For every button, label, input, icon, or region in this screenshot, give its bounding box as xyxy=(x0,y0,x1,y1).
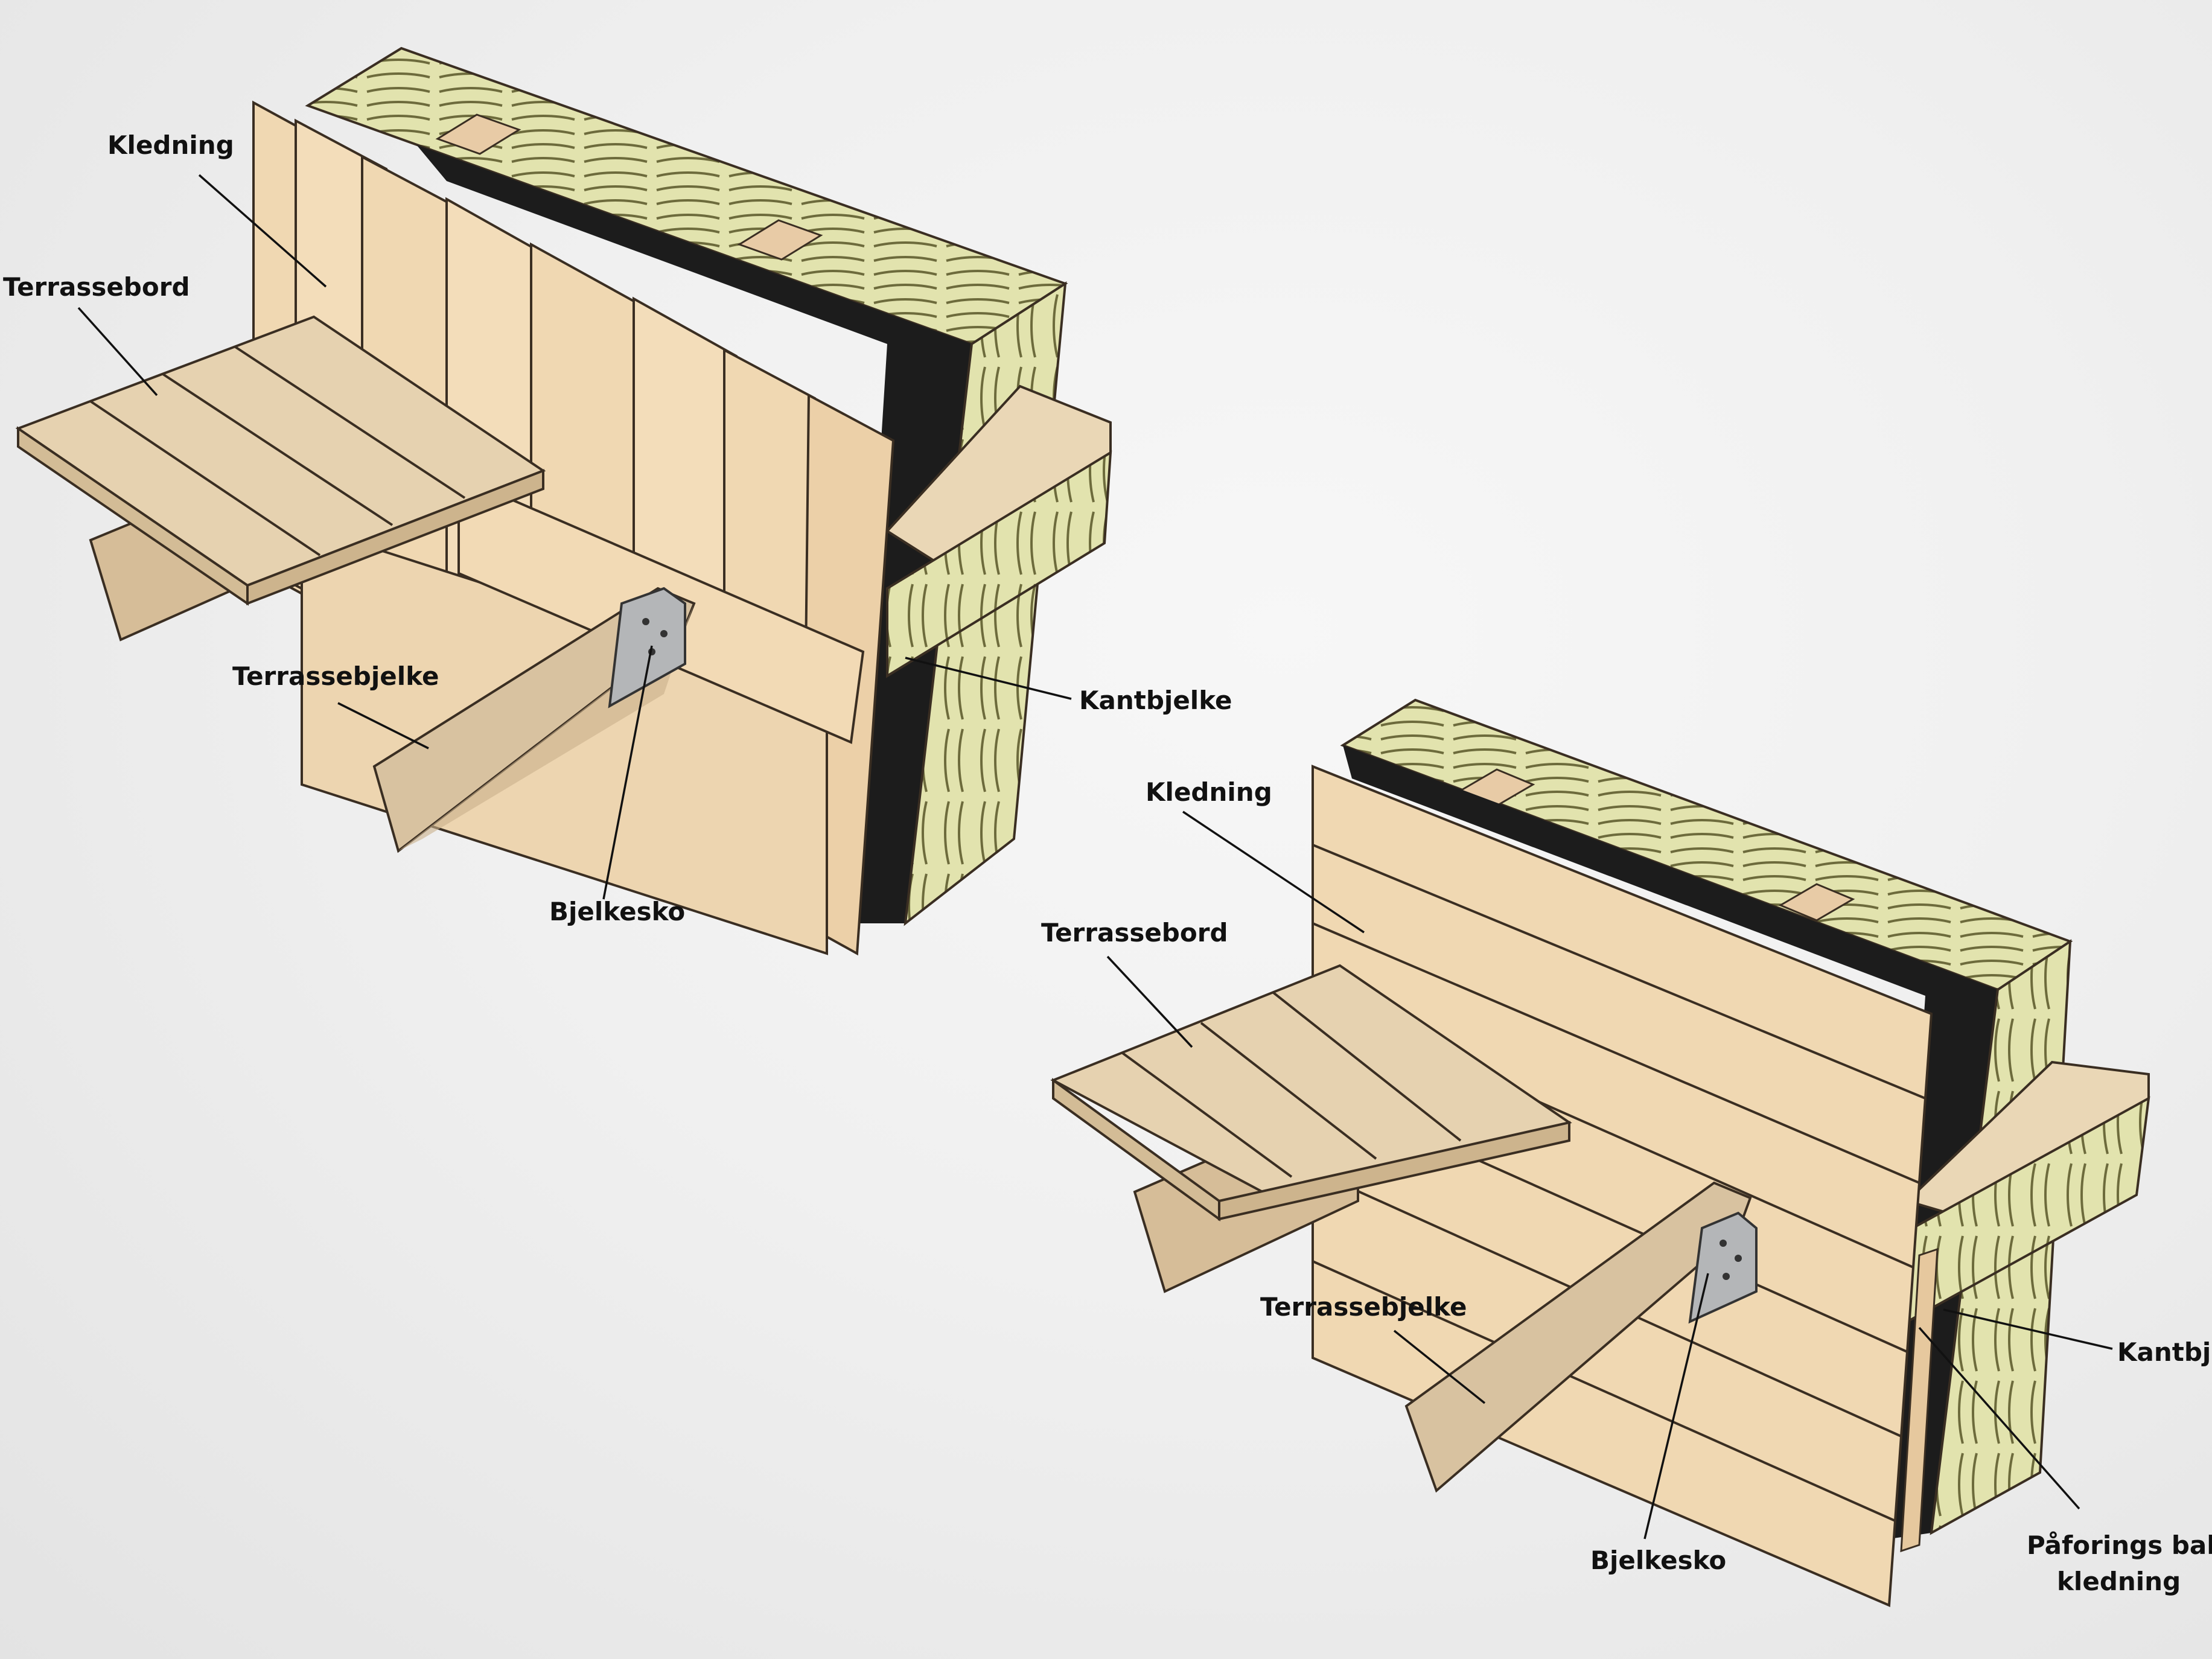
label-bjelkesko-left: Bjelkesko xyxy=(549,897,685,926)
right-wall-top-stud xyxy=(1778,883,1855,922)
right-terrace-beam xyxy=(1404,1181,1752,1493)
label-terrassebord-right: Terrassebord xyxy=(1041,918,1228,947)
label-kantbjelke-right: Kantbjelke xyxy=(2117,1337,2212,1367)
labels: Kledning Terrassebord Terrassebjelke Kan… xyxy=(3,130,2212,1596)
label-terrassebjelke-right: Terrassebjelke xyxy=(1260,1292,1467,1322)
left-wall-top-stud xyxy=(435,113,521,155)
right-deck-boards xyxy=(1050,964,1572,1221)
left-detail xyxy=(15,46,1112,956)
label-kantbjelke-left: Kantbjelke xyxy=(1079,686,1232,715)
label-paforing-line2: kledning xyxy=(2057,1567,2181,1596)
right-joist-hanger xyxy=(1688,1211,1758,1324)
label-terrassebord-left: Terrassebord xyxy=(3,272,190,302)
label-terrassebjelke-left: Terrassebjelke xyxy=(232,661,439,691)
label-kledning-left: Kledning xyxy=(107,130,234,160)
left-joist-hanger xyxy=(608,587,686,708)
left-wall-top-stud xyxy=(737,219,823,261)
leader-lines xyxy=(77,174,2113,1540)
left-rim-joist xyxy=(886,450,1112,678)
right-detail xyxy=(1050,698,2150,1607)
label-paforing-line1: Påforings bak xyxy=(2027,1530,2212,1560)
right-wall-membrane xyxy=(1343,745,1998,1539)
left-deck-boards xyxy=(15,315,546,606)
label-kledning-right: Kledning xyxy=(1146,777,1272,807)
label-bjelkesko-right: Bjelkesko xyxy=(1590,1546,1726,1575)
right-furring xyxy=(1900,1247,1939,1553)
